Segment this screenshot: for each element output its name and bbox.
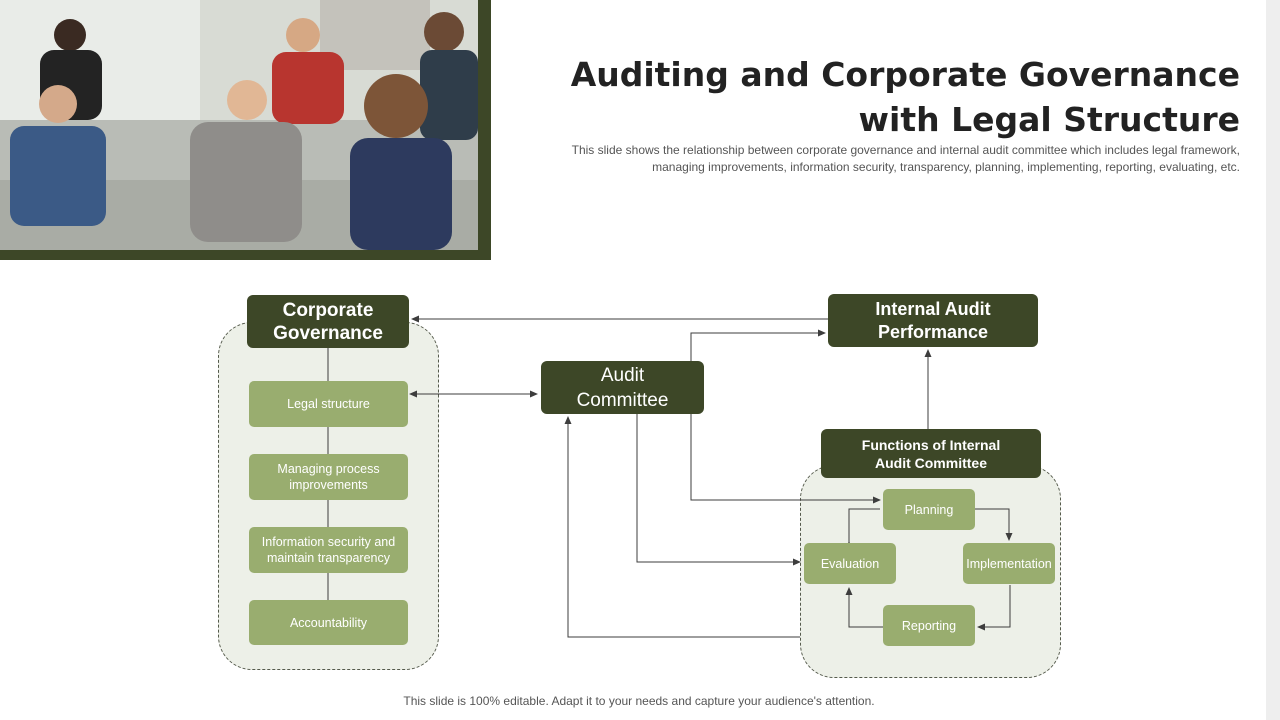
photo-frame [0, 0, 491, 260]
accountability-box: Accountability [249, 600, 408, 645]
legal-structure-label: Legal structure [287, 397, 370, 411]
audit-committee-line-2: Committee [576, 389, 669, 411]
footer-note: This slide is 100% editable. Adapt it to… [403, 694, 875, 708]
managing-process-line-1: Managing process [277, 462, 380, 476]
legal-structure-box: Legal structure [249, 381, 408, 427]
information-security-box: Information security and maintain transp… [249, 527, 408, 573]
audit-committee-box: Audit Committee [541, 361, 704, 414]
information-security-line-2: maintain transparency [267, 551, 390, 565]
evaluation-label: Evaluation [820, 556, 880, 571]
managing-process-box: Managing process improvements [249, 454, 408, 500]
corporate-governance-line-1: Corporate [282, 299, 374, 321]
audit-committee-line-1: Audit [600, 364, 645, 386]
title-line-1: Auditing and Corporate Governance [570, 55, 1240, 94]
scrollbar-track[interactable] [1266, 0, 1280, 720]
implementation-box: Implementation [963, 543, 1055, 584]
corporate-governance-line-2: Governance [273, 322, 383, 344]
slide-description: This slide shows the relationship betwee… [571, 143, 1240, 174]
accountability-label: Accountability [289, 615, 368, 630]
title-line-2: with Legal Structure [858, 100, 1240, 139]
page-title: Auditing and Corporate Governance with L… [520, 52, 1240, 142]
corporate-governance-box: Corporate Governance [247, 295, 409, 348]
managing-process-line-2: improvements [289, 478, 368, 492]
functions-line-1: Functions of Internal [861, 436, 1001, 453]
implementation-label: Implementation [966, 556, 1052, 571]
reporting-box: Reporting [883, 605, 975, 646]
planning-box: Planning [883, 489, 975, 530]
team-meeting-photo [0, 0, 478, 250]
reporting-label: Reporting [901, 618, 957, 633]
functions-header-box: Functions of Internal Audit Committee [821, 429, 1041, 478]
internal-audit-performance-line-2: Performance [877, 321, 989, 342]
internal-audit-performance-line-1: Internal Audit [875, 298, 991, 319]
information-security-line-1: Information security and [261, 535, 396, 549]
internal-audit-performance-box: Internal Audit Performance [828, 294, 1038, 347]
functions-line-2: Audit Committee [874, 454, 987, 471]
evaluation-box: Evaluation [804, 543, 896, 584]
planning-label: Planning [904, 502, 954, 517]
